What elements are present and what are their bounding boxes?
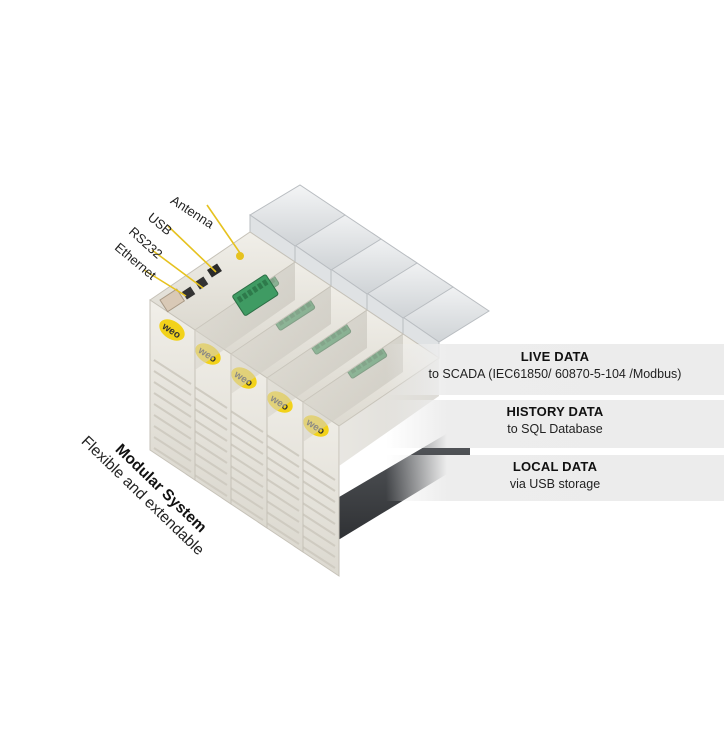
callout-line-usb: [167, 225, 217, 273]
history-data-subtitle: to SQL Database: [507, 422, 603, 436]
local-data-title: LOCAL DATA: [512, 459, 598, 474]
callout-lines: [143, 204, 241, 297]
live-data-title: LIVE DATA: [520, 349, 590, 364]
callout-line-antenna: [206, 204, 241, 254]
local-data-band: LOCAL DATA via USB storage: [386, 455, 724, 501]
callout-line-ethernet: [143, 269, 187, 297]
live-data-band: LIVE DATA to SCADA (IEC61850/ 60870-5-10…: [386, 344, 724, 395]
module-1: weo: [149, 184, 346, 481]
history-data-title: HISTORY DATA: [506, 404, 604, 419]
history-data-band: HISTORY DATA to SQL Database: [386, 400, 724, 448]
din-rail: [300, 420, 470, 545]
live-data-subtitle: to SCADA (IEC61850/ 60870-5-104 /Modbus): [428, 367, 682, 381]
local-data-subtitle: via USB storage: [509, 477, 601, 491]
callout-line-rs232: [151, 249, 204, 289]
